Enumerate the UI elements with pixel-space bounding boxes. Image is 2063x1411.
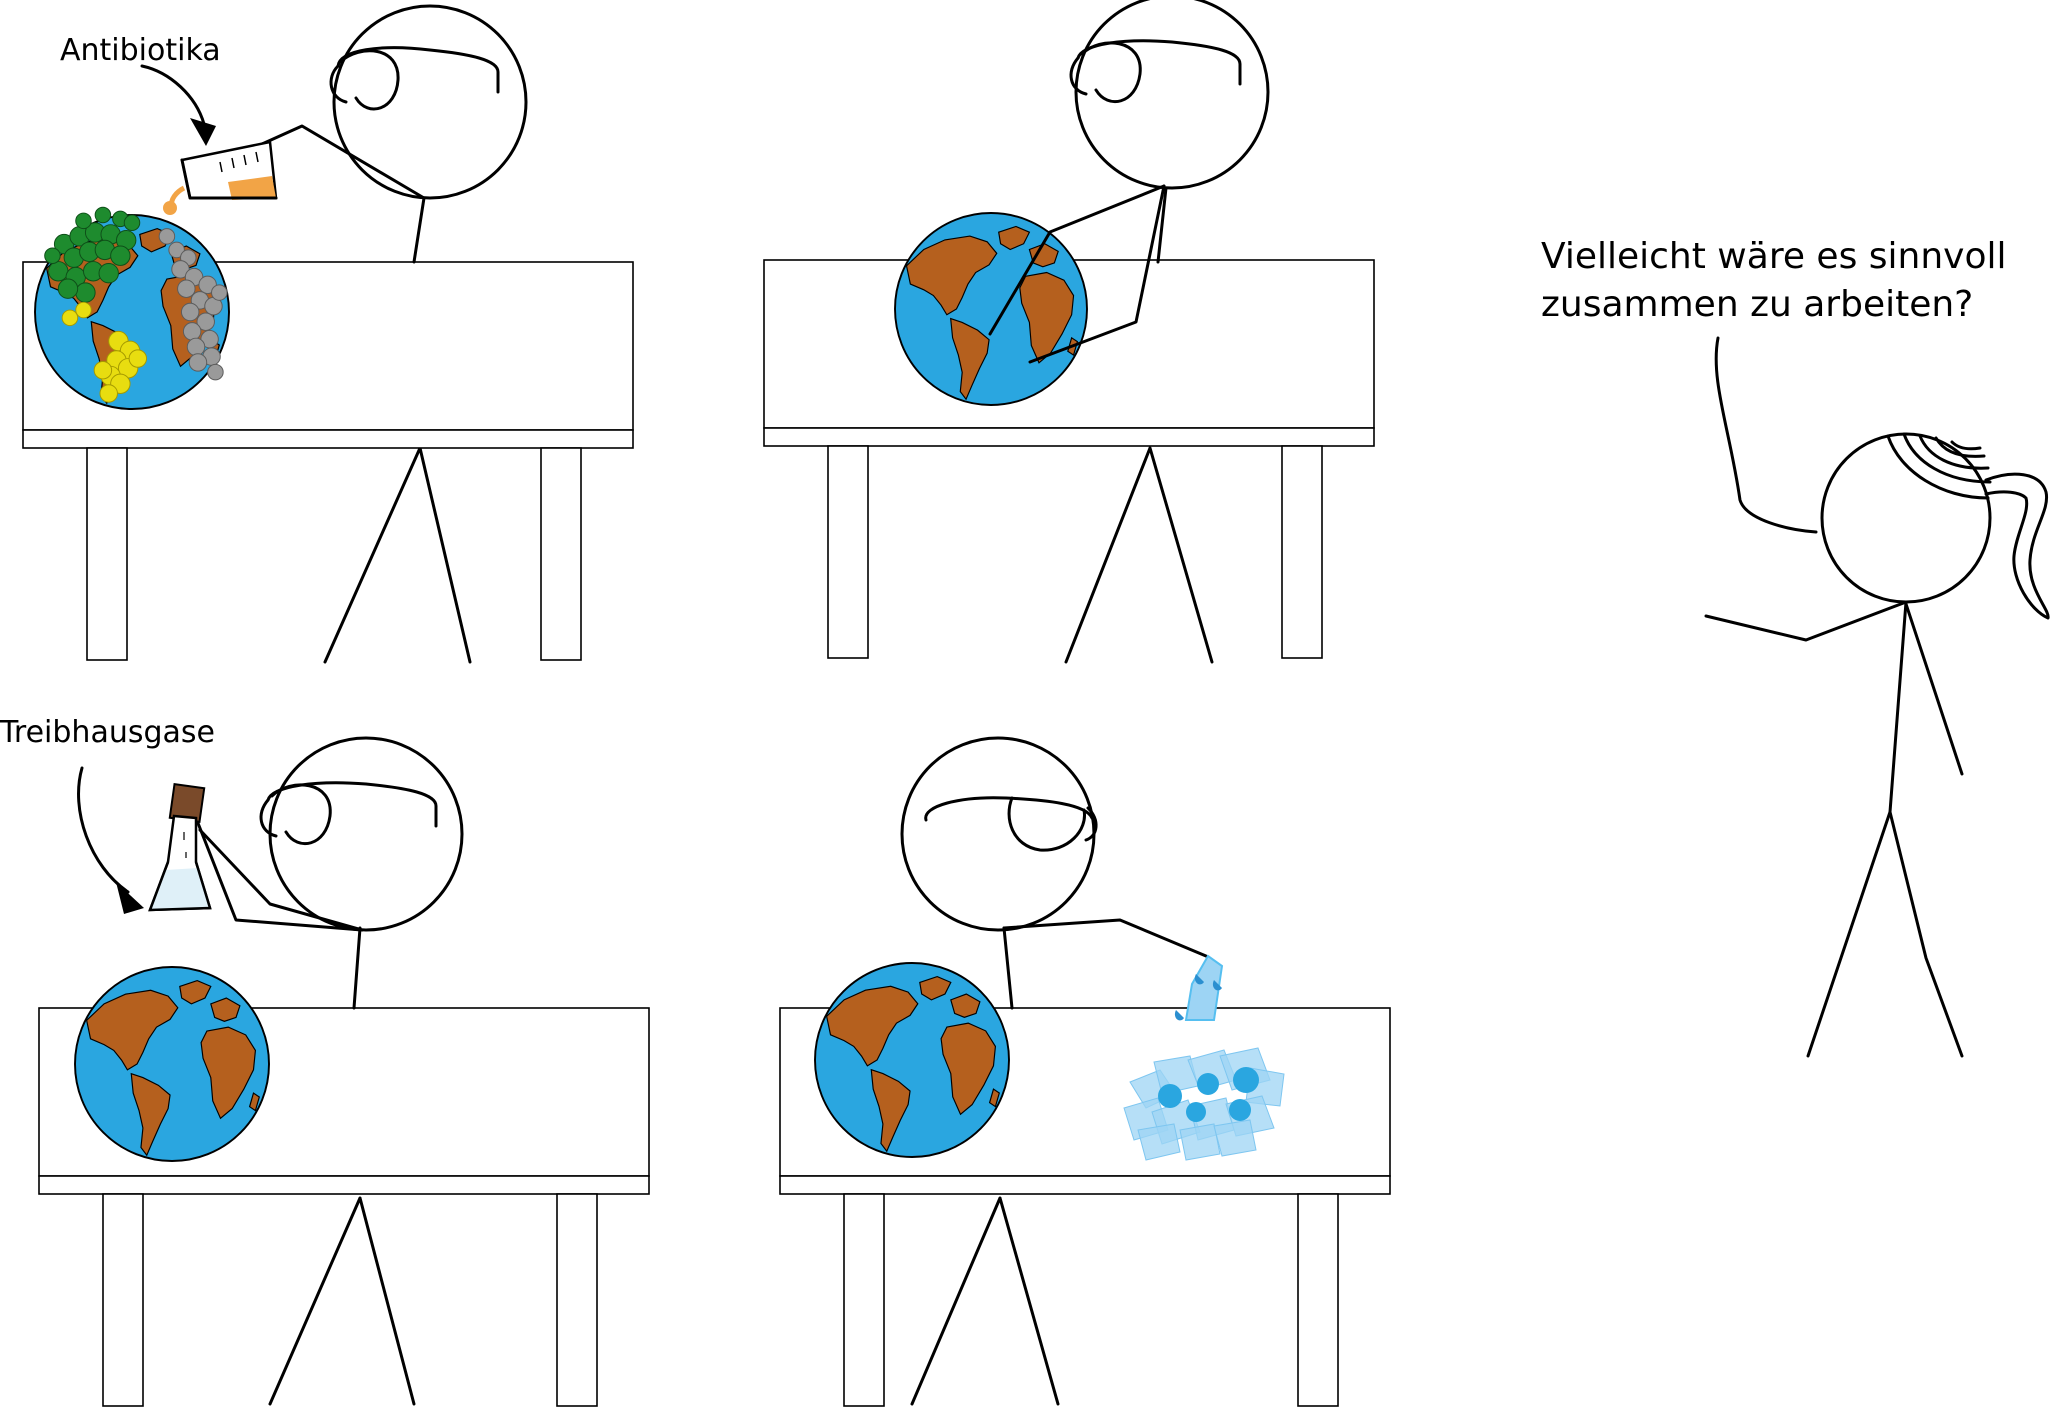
panel-water [779, 736, 1391, 1407]
antibiotics-label: Antibiotika [60, 33, 221, 68]
hair-icon [1886, 432, 1992, 500]
globe-infected-icon [34, 206, 230, 410]
globe-icon [894, 212, 1088, 406]
head-bystander [1820, 432, 1992, 604]
goggles-icon [924, 796, 1098, 852]
panel-plain-globe [763, 0, 1375, 664]
flask-greenhouse-gas-icon [148, 782, 212, 912]
beaker-antibiotics-icon [163, 140, 278, 215]
greenhouse-gases-label: Treibhausgase [0, 715, 215, 750]
arrow-head-icon [116, 882, 144, 914]
head-scientist-2 [1074, 0, 1270, 190]
ponytail-icon [1984, 472, 2050, 620]
globe-icon [74, 966, 270, 1162]
panel-antibiotics: Antibiotika [22, 4, 634, 664]
speech-line-1: Vielleicht wäre es sinnvoll [1541, 236, 2007, 277]
speech-line-2: zusammen zu arbeiten? [1541, 284, 1973, 325]
goggles-icon [329, 46, 500, 111]
globe-icon [814, 962, 1010, 1158]
goggles-icon [259, 781, 438, 846]
head-scientist-3 [268, 736, 464, 932]
bystander-figure: Vielleicht wäre es sinnvoll zusammen zu … [1541, 236, 2050, 1058]
speech-pointer [1714, 336, 1818, 534]
water-drops-icon [1158, 1067, 1259, 1122]
arrow-head-icon [190, 118, 216, 146]
panel-greenhouse-gases: Treibhausgase [0, 715, 650, 1407]
head-scientist-4 [900, 736, 1096, 932]
goggles-icon [1069, 39, 1242, 104]
dropper-icon [1174, 954, 1224, 1021]
head-scientist-1 [332, 4, 528, 200]
